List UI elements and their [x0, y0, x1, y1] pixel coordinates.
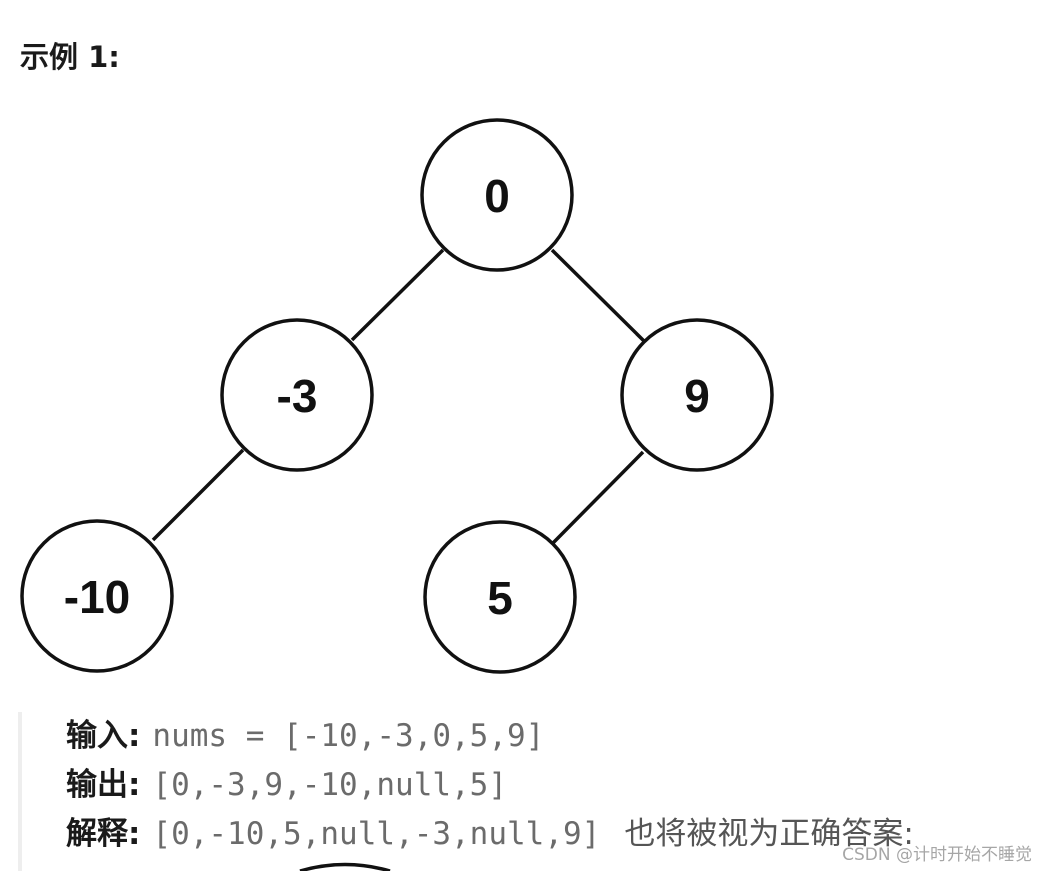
tree-node-left: -3 — [220, 318, 374, 472]
tree-node-root: 0 — [420, 118, 574, 272]
example-block: 输入: nums = [-10,-3,0,5,9] 输出: [0,-3,9,-10,… — [18, 712, 1038, 871]
explain-value: [0,-10,5,null,-3,null,9] — [152, 816, 601, 852]
csdn-watermark: CSDN @计时开始不睡觉 — [842, 845, 1032, 865]
input-line: 输入: nums = [-10,-3,0,5,9] — [66, 716, 544, 756]
output-value: [0,-3,9,-10,null,5] — [152, 767, 508, 803]
tree-node-right: 9 — [620, 318, 774, 472]
tree-node-left-left: -10 — [20, 519, 174, 673]
edge-left-leftleft — [151, 448, 245, 542]
explain-line: 解释: [0,-10,5,null,-3,null,9] 也将被视为正确答案: — [66, 814, 914, 854]
output-line: 输出: [0,-3,9,-10,null,5] — [66, 765, 507, 805]
tree-node-left-label: -3 — [277, 370, 318, 422]
binary-tree-diagram: 0 -3 9 -10 5 — [20, 118, 774, 674]
example-heading: 示例 1: — [20, 40, 120, 74]
tree-node-right-label: 9 — [684, 370, 710, 422]
tree-node-root-label: 0 — [484, 170, 510, 222]
edge-right-rightleft — [551, 450, 645, 545]
output-colon: : — [128, 767, 141, 803]
tree-node-left-left-label: -10 — [64, 571, 130, 623]
edge-root-right — [550, 248, 647, 344]
input-colon: : — [128, 718, 141, 754]
explain-note: 也将被视为正确答案: — [624, 816, 914, 852]
tree-node-right-left: 5 — [423, 520, 577, 674]
input-label: 输入 — [66, 718, 128, 754]
explain-colon: : — [128, 816, 141, 852]
tree-node-right-left-label: 5 — [487, 572, 513, 624]
output-label: 输出 — [66, 767, 128, 803]
explain-label: 解释 — [66, 816, 128, 852]
edge-root-left — [350, 248, 445, 342]
input-value: nums = [-10,-3,0,5,9] — [152, 718, 545, 754]
